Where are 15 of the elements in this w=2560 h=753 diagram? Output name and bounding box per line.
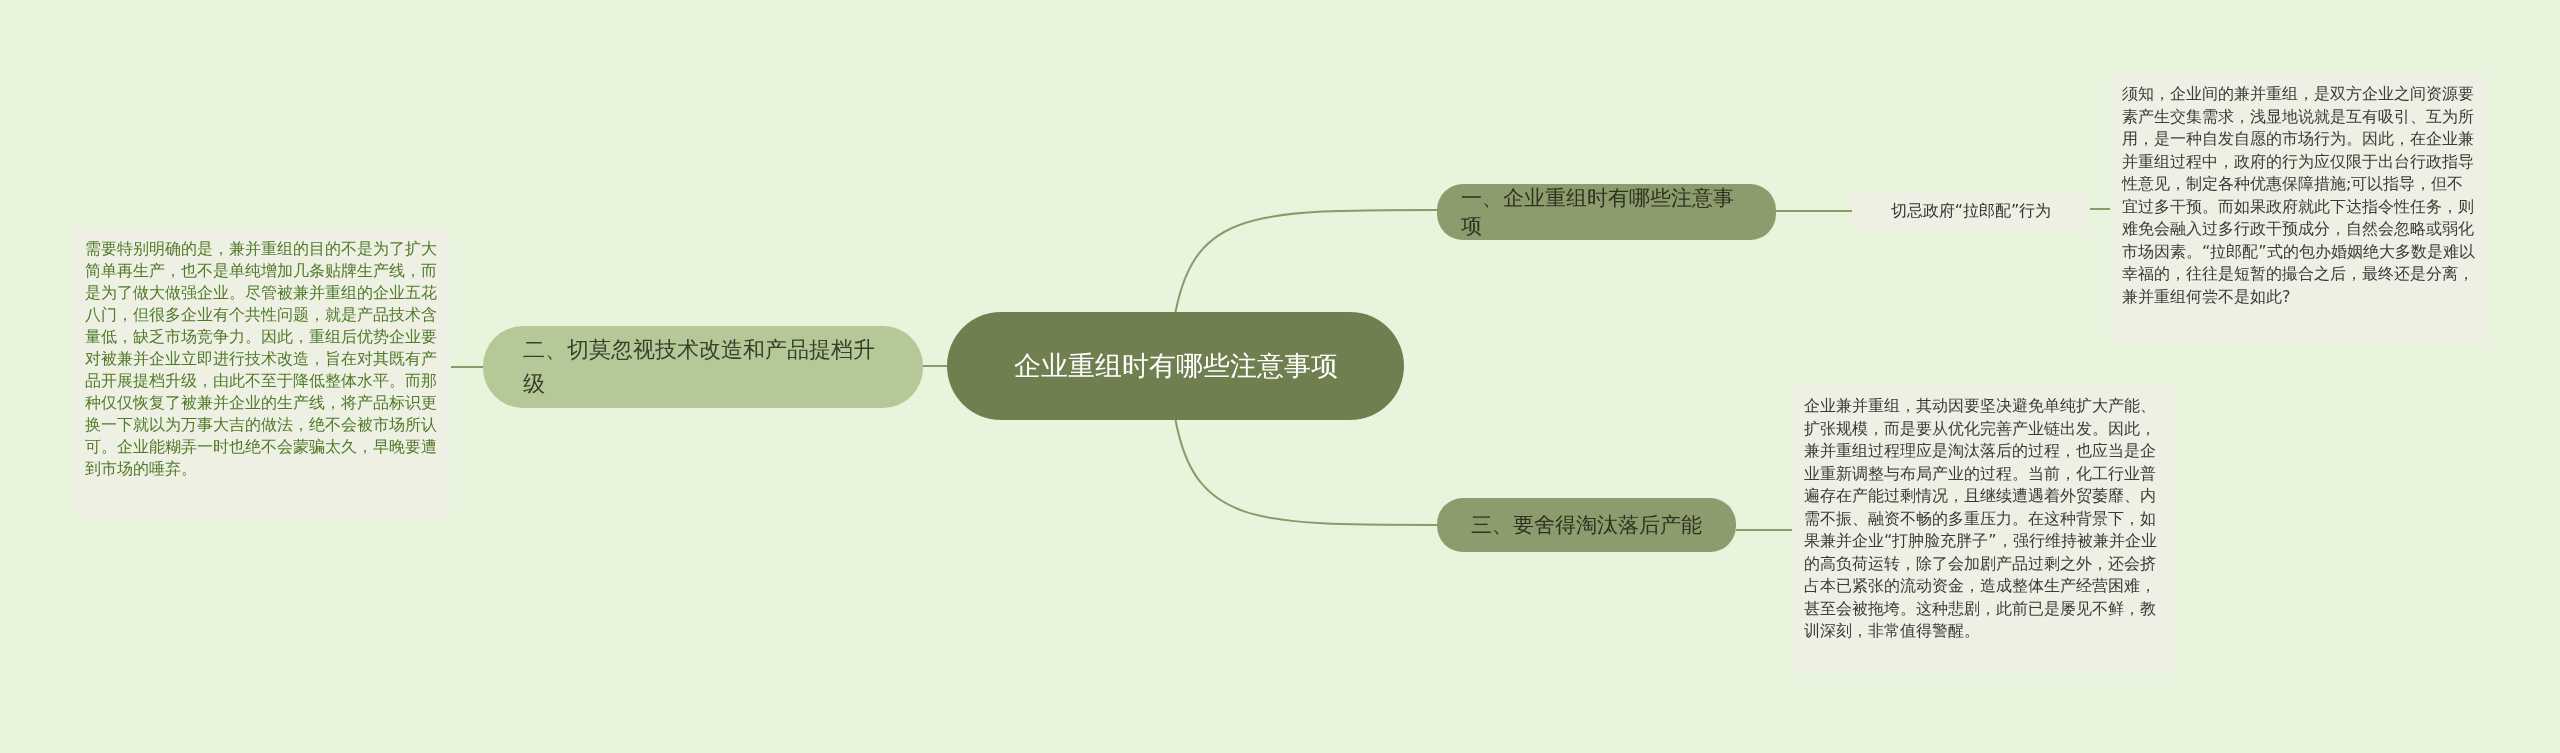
branch-node: 二、切莫忽视技术改造和产品提档升级 [483,326,923,408]
connector-line [922,365,948,367]
connector-line [1735,529,1793,531]
subtopic-node: 切忌政府“拉郎配”行为 [1852,191,2090,231]
connector-line [1775,210,1853,212]
connector-line [2089,208,2111,210]
note-card: 须知，企业间的兼并重组，是双方企业之间资源要素产生交集需求，浅显地说就是互有吸引、互为所用，是一种自发自愿的市场行为。因此，在企业兼并重组过程中，政府的行为应仅限于出台行政指导性意见，制定各种优惠保障措施;可以指导，但不宜过多干预。而如果政府就此下达指令性任务，则难免会融入过多行政干预成分，自然会忽略或弱化市场因素。“拉郎配”式的包办婚姻绝大多数是难以幸福的，往往是短暂的撮合之后，最终还是分离，兼并重组何尝不是如此? [2110,73,2488,345]
branch-node: 三、要舍得淘汰落后产能 [1437,498,1736,552]
note-card: 需要特别明确的是，兼并重组的目的不是为了扩大简单再生产，也不是单纯增加几条贴牌生产线，而是为了做大做强企业。尽管被兼并重组的企业五花八门，但很多企业有个共性问题，就是产品技术含量低，缺乏市场竞争力。因此，重组后优势企业要对被兼并企业立即进行技术改造，旨在对其既有产品开展提档升级，由此不至于降低整体水平。而那种仅仅恢复了被兼并企业的生产线，将产品标识更换一下就以为万事大吉的做法，绝不会被市场所认可。企业能糊弄一时也绝不会蒙骗太久，早晚要遭到市场的唾弃。 [73,228,451,518]
connector-line [1174,419,1438,526]
note-card: 企业兼并重组，其动因要坚决避免单纯扩大产能、扩张规模，而是要从优化完善产业链出发。因此，兼并重组过程理应是淘汰落后的过程，也应当是企业重新调整与布局产业的过程。当前，化工行业普遍存在产能过剩情况，且继续遭遇着外贸萎靡、内需不振、融资不畅的多重压力。在这种背景下，如果兼并企业“打肿脸充胖子”，强行维持被兼并企业的高负荷运转，除了会加剧产品过剩之外，还会挤占本已紧张的流动资金，造成整体生产经营困难，甚至会被拖垮。这种悲剧，此前已是屡见不鲜，教训深刻，非常值得警醒。 [1792,385,2176,675]
connector-line [1174,209,1438,313]
branch-node: 一、企业重组时有哪些注意事项 [1437,184,1776,240]
connector-line [450,366,484,368]
central-topic-node: 企业重组时有哪些注意事项 [947,312,1404,420]
